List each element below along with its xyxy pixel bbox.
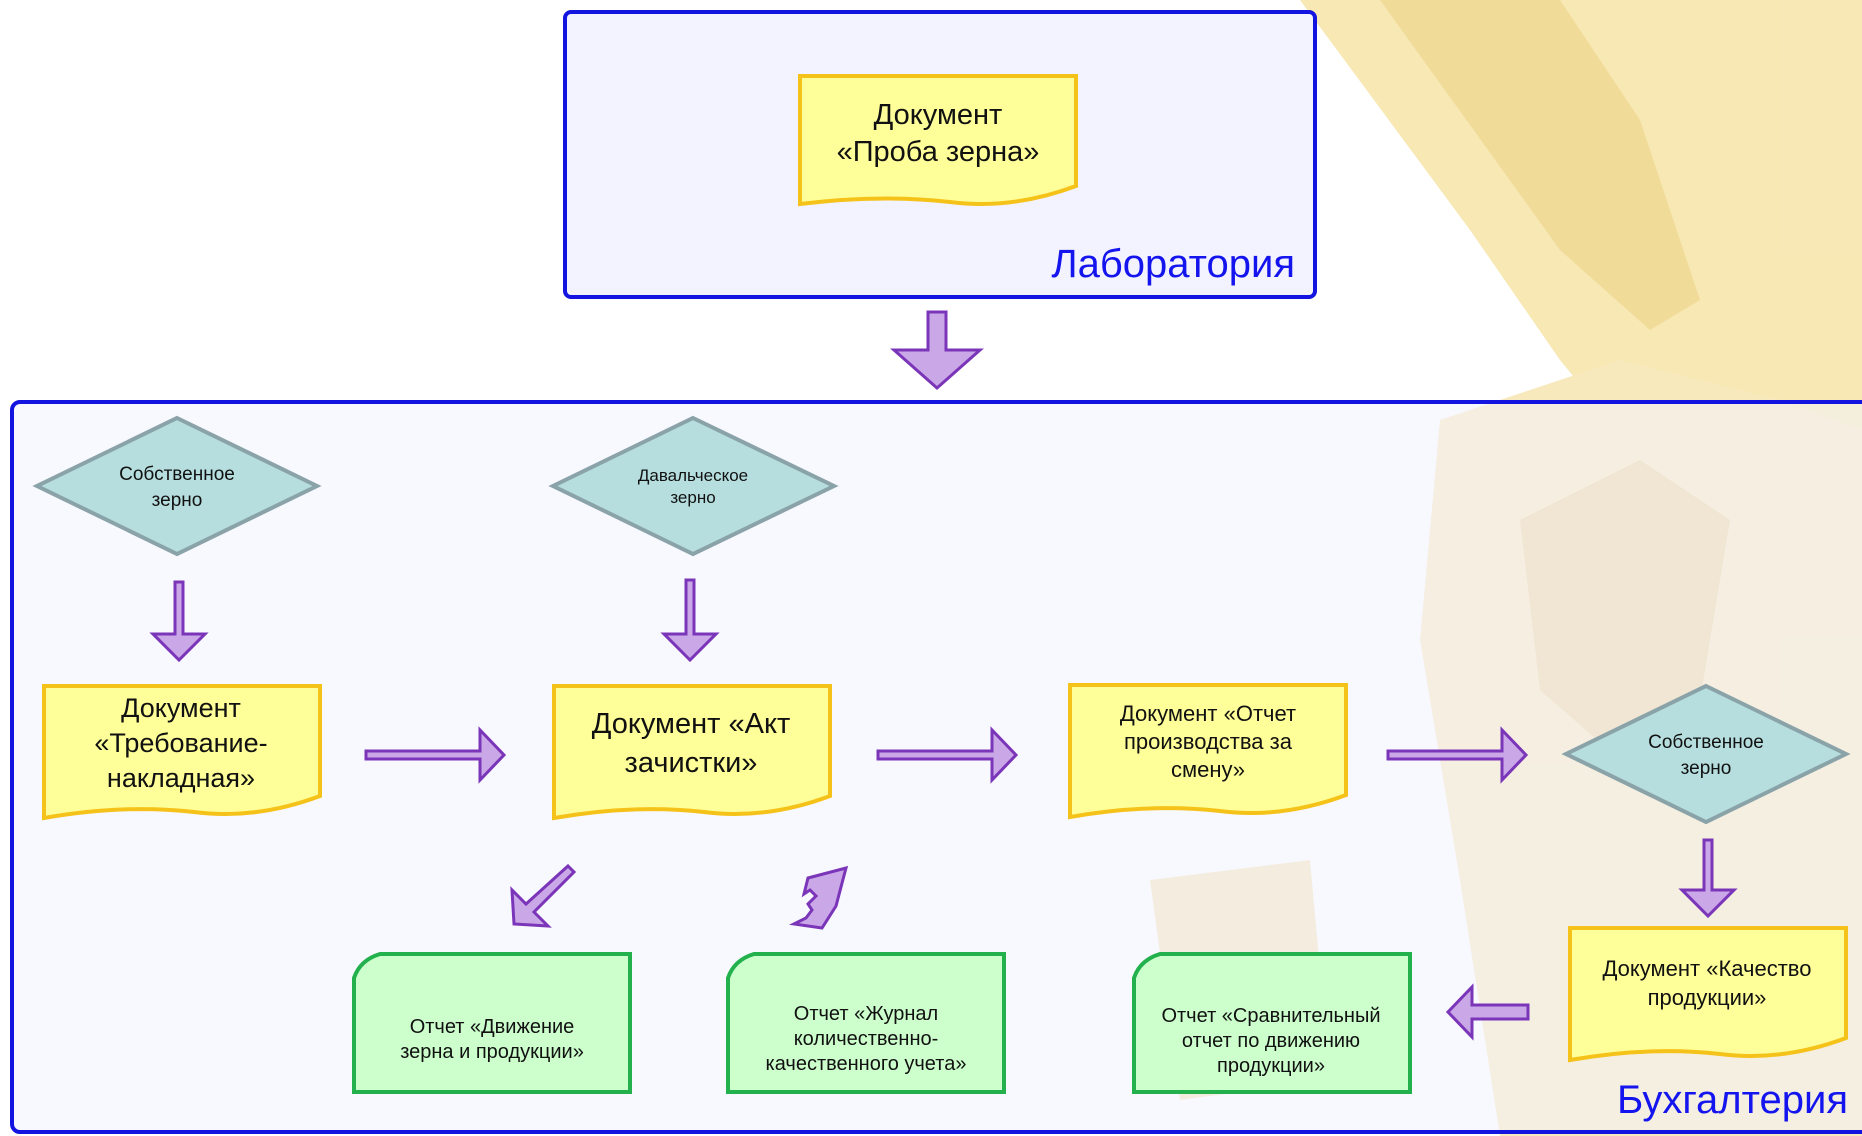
report-3-line2: отчет по движению (1182, 1030, 1360, 1052)
doc-1-line2: «Требование- (94, 728, 267, 758)
doc-1-line3: накладная» (107, 763, 255, 793)
decision-1-line1: Собственное (119, 464, 235, 485)
arrow-left-quality (1445, 983, 1530, 1041)
laboratory-label: Лаборатория (1051, 242, 1295, 286)
report-3-line1: Отчет «Сравнительный (1161, 1005, 1380, 1027)
arrow-down-3 (1678, 838, 1738, 919)
arrow-right-2 (876, 726, 1019, 784)
doc-2-line1: Документ «Акт (592, 708, 790, 740)
report-2-line1: Отчет «Журнал (794, 1003, 938, 1025)
report-3-line3: продукции» (1217, 1055, 1325, 1077)
accounting-frame (10, 400, 1862, 1134)
document-shift-report: Документ «Отчет производства за смену» (1068, 683, 1348, 820)
arrow-lab-to-accounting (890, 310, 984, 391)
arrow-right-3 (1386, 726, 1529, 784)
decision-2-line2: зерно (670, 488, 715, 507)
document-product-quality: Документ «Качество продукции» (1568, 926, 1848, 1063)
arrow-diagonal-left (510, 863, 577, 928)
decision-2-line1: Давальческое (638, 466, 748, 485)
decision-customer-grain: Давальческое зерно (548, 415, 839, 557)
decision-1-line2: зерно (152, 490, 203, 511)
decision-3-line2: зерно (1681, 758, 1732, 779)
lab-document-line1: Документ (874, 99, 1003, 131)
decision-own-grain-2: Собственное зерно (1561, 683, 1851, 825)
doc-2-line2: зачистки» (625, 747, 758, 779)
lab-document-shape (798, 74, 1078, 207)
arrow-down-2 (660, 578, 720, 663)
doc-3-line1: Документ «Отчет (1120, 701, 1296, 726)
doc-4-line1: Документ «Качество (1603, 956, 1812, 981)
report-1-line1: Отчет «Движение (410, 1016, 575, 1038)
accounting-label: Бухгалтерия (1617, 1078, 1848, 1122)
arrow-down-1 (149, 580, 209, 663)
decision-own-grain-1: Собственное зерно (32, 415, 322, 557)
doc-3-line3: смену» (1171, 757, 1245, 782)
report-2-line3: качественного учета» (766, 1053, 967, 1075)
doc-1-line1: Документ (121, 693, 241, 723)
report-comparative-movement: Отчет «Сравнительный отчет по движению п… (1132, 952, 1412, 1094)
report-2-line2: количественно- (794, 1028, 939, 1050)
document-cleanup-act: Документ «Акт зачистки» (552, 684, 832, 821)
lab-document-line2: «Проба зерна» (837, 136, 1040, 168)
arrow-right-1 (364, 726, 507, 784)
report-1-line2: зерна и продукции» (400, 1041, 584, 1063)
report-quality-journal: Отчет «Журнал количественно- качественно… (726, 952, 1006, 1094)
arrow-diagonal-right (789, 865, 849, 930)
report-grain-movement: Отчет «Движение зерна и продукции» (352, 952, 632, 1094)
doc-4-line2: продукции» (1648, 985, 1767, 1010)
doc-3-line2: производства за (1124, 729, 1293, 754)
decision-3-line1: Собственное (1648, 732, 1764, 753)
document-requisition: Документ «Требование- накладная» (42, 684, 322, 821)
